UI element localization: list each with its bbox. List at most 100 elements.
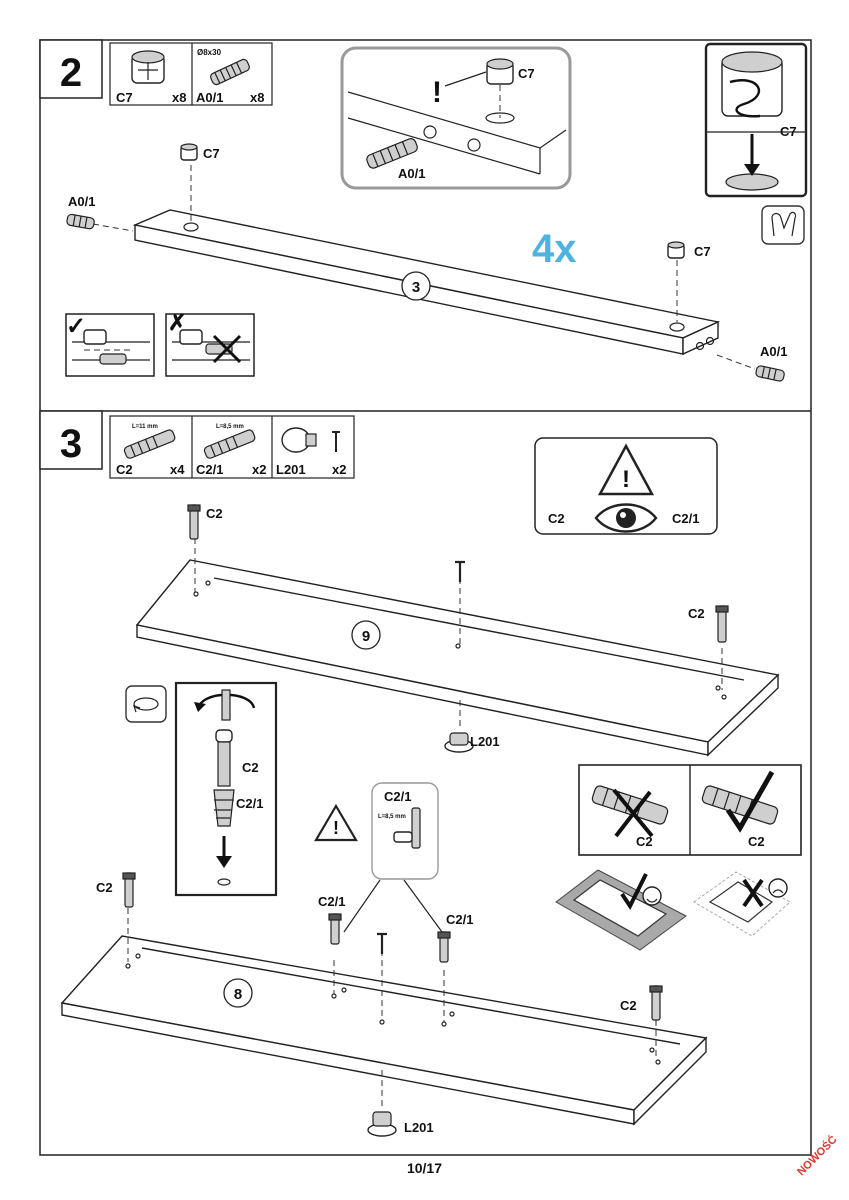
- callout-length: L=8,5 mm: [378, 814, 406, 820]
- step-2-box: [39, 39, 103, 99]
- board-9-number: 9: [362, 628, 370, 645]
- screw-panel-top-label: C2: [242, 760, 259, 775]
- corner-inset-label: C7: [780, 124, 797, 139]
- board-8: 8: [60, 908, 708, 1126]
- rug-bad-mark: ✗: [700, 895, 701, 897]
- label-c21-bottom-right: C2/1: [446, 912, 473, 927]
- c21-screw-icon: [203, 429, 256, 459]
- incorrect-example: ✗: [165, 310, 255, 377]
- label-c2-bottom-left: C2: [96, 880, 113, 895]
- cam-lock-icon: [131, 50, 165, 84]
- label-c21-bottom-left: C2/1: [318, 894, 345, 909]
- eye-label-right: C2/1: [672, 511, 699, 526]
- detail-dowel-icon: [366, 138, 418, 169]
- detail-cam-icon: [486, 58, 514, 85]
- step-3-parts: L=11 mm C2 x4 L=8,5 mm C2/1 x2 L201 x2: [109, 415, 355, 479]
- screw-top: [455, 560, 465, 582]
- label-c7-left: C7: [203, 146, 220, 161]
- step-2-detail: ! C7 A0/1: [340, 46, 572, 190]
- detail-warning-mark: !: [432, 76, 442, 109]
- label-c2-top-right: C2: [688, 606, 705, 621]
- board-3: 3: [92, 165, 756, 370]
- screw-panel: C2 C2/1: [174, 681, 278, 897]
- c21-bottom-right: C2/1: [437, 912, 473, 963]
- c2-top-left: C2: [187, 504, 223, 540]
- compare-wrong: [591, 785, 669, 825]
- frown-icon: [768, 878, 788, 898]
- eye-icon: [594, 503, 658, 533]
- step-2-corner-inset: C7: [704, 42, 808, 198]
- part-length-c2: L=11 mm: [132, 424, 158, 430]
- c2-top-right: C2: [688, 605, 729, 643]
- foot-bottom: L201: [367, 1111, 434, 1137]
- eye-warning-box: ! C2 C2/1: [534, 437, 718, 535]
- callout-warning-mark: !: [333, 818, 339, 838]
- c2-screw-icon: [123, 429, 176, 459]
- c2-bottom-left: C2: [96, 872, 136, 908]
- rotate-icon: [125, 685, 167, 723]
- part-code-c7: C7: [116, 90, 133, 105]
- step-2-parts: C7 x8 Ø8x30 A0/1 x8: [109, 42, 273, 106]
- label-a01-right: A0/1: [760, 344, 787, 359]
- board-3-marker: [401, 271, 431, 301]
- detail-label-c7: C7: [518, 66, 535, 81]
- part-size-a01: Ø8x30: [197, 48, 222, 57]
- correct-example: ✓: [65, 313, 155, 377]
- part-length-c21: L=8,5 mm: [216, 424, 244, 430]
- board-8-number: 8: [234, 986, 242, 1003]
- correct-mark: ✓: [66, 313, 86, 340]
- board-8-marker: [223, 978, 253, 1008]
- part-qty-l201: x2: [332, 462, 346, 477]
- cam-c7-right: C7: [667, 241, 711, 259]
- step-3-box: [39, 410, 103, 470]
- step-2: 2 C7 x8 Ø8x30 A0/1 x8: [39, 39, 808, 382]
- hand-icon: [761, 205, 805, 245]
- c21-callout: ! C2/1 L=8,5 mm: [314, 782, 443, 933]
- compare-right: [701, 785, 779, 825]
- page-number: 10/17: [406, 1160, 443, 1176]
- c21-bottom-left: C2/1: [318, 894, 345, 945]
- part-code-a01: A0/1: [196, 90, 223, 105]
- callout-title: C2/1: [384, 789, 411, 804]
- dowel-left: [66, 213, 95, 230]
- step-3-number: 3: [60, 422, 82, 466]
- compare-label-right: C2: [748, 834, 765, 849]
- label-c7-right: C7: [694, 244, 711, 259]
- part-code-c2: C2: [116, 462, 133, 477]
- board-9: 9: [135, 538, 780, 757]
- foot-top: L201: [444, 732, 500, 753]
- eye-warning-mark: !: [622, 466, 630, 493]
- page-frame: [39, 39, 812, 1156]
- compare-panel: C2 C2: [578, 764, 802, 856]
- step-2-number: 2: [60, 51, 82, 95]
- dowel-right: [755, 365, 785, 382]
- eye-label-left: C2: [548, 511, 565, 526]
- part-qty-a01: x8: [250, 90, 264, 105]
- callout-warning-icon: [314, 803, 358, 842]
- part-qty-c21: x2: [252, 462, 266, 477]
- screw-panel-bottom-label: C2/1: [236, 796, 263, 811]
- rug-bad: ✗: [693, 871, 791, 937]
- c2-bottom-right: C2: [620, 985, 663, 1021]
- step-3: 3 L=11 mm C2 x4 L=8,5 mm C2/1 x2: [39, 410, 802, 1137]
- screw-bottom: [377, 932, 387, 954]
- repeat-count: 4x: [532, 227, 577, 271]
- part-code-l201: L201: [276, 462, 306, 477]
- label-a01-left: A0/1: [68, 194, 95, 209]
- cam-c7-left: C7: [180, 143, 220, 161]
- board-9-marker: [351, 620, 381, 650]
- compare-label-left: C2: [636, 834, 653, 849]
- dowel-icon: [210, 58, 250, 86]
- part-code-c21: C2/1: [196, 462, 223, 477]
- incorrect-mark: ✗: [168, 310, 186, 335]
- detail-label-a01: A0/1: [398, 166, 425, 181]
- part-qty-c7: x8: [172, 90, 186, 105]
- rug-ok: ✓: [555, 869, 687, 951]
- label-c2-bottom-right: C2: [620, 998, 637, 1013]
- board-3-number: 3: [412, 279, 420, 296]
- label-l201-bottom: L201: [404, 1120, 434, 1135]
- label-c2-top-left: C2: [206, 506, 223, 521]
- warning-triangle-icon: [597, 443, 655, 496]
- label-l201-top: L201: [470, 734, 500, 749]
